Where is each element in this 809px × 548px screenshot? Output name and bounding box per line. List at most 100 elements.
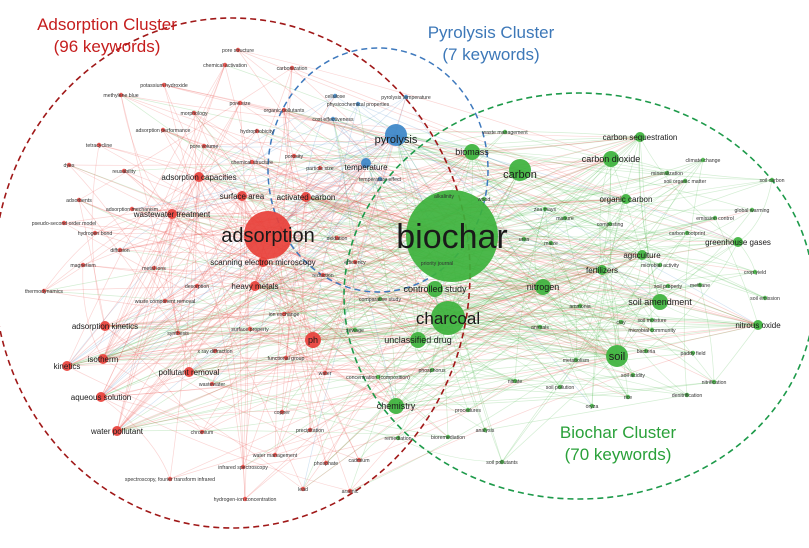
- node-zea-mays[interactable]: [542, 206, 548, 212]
- node-hydrophobicity[interactable]: [254, 128, 260, 134]
- node-charcoal[interactable]: [431, 301, 465, 335]
- node-pyrolysis[interactable]: [385, 124, 407, 146]
- node-carbonization[interactable]: [289, 65, 295, 71]
- node-morphology[interactable]: [191, 110, 197, 116]
- node-controlled-study[interactable]: [427, 281, 443, 297]
- node-tetracycline[interactable]: [96, 142, 102, 148]
- node-temperature-effect[interactable]: [377, 176, 383, 182]
- node-waste-management[interactable]: [502, 129, 508, 135]
- node-water[interactable]: [322, 370, 328, 376]
- node-climate-change[interactable]: [700, 157, 706, 163]
- node-ion-exchange[interactable]: [281, 311, 287, 317]
- node-adsorption-kinetics[interactable]: [100, 321, 110, 331]
- node-carbon-sequestration[interactable]: [635, 132, 645, 142]
- node-carbon-dioxide[interactable]: [603, 151, 619, 167]
- node-waste-component-removal[interactable]: [162, 298, 168, 304]
- node-temperature[interactable]: [361, 158, 371, 168]
- node-adsorbents[interactable]: [76, 197, 82, 203]
- node-remediation[interactable]: [395, 435, 401, 441]
- node-soil[interactable]: [606, 345, 628, 367]
- node-mineralization[interactable]: [664, 170, 670, 176]
- node-soil-property[interactable]: [665, 283, 671, 289]
- node-infrared-spectroscopy[interactable]: [240, 464, 246, 470]
- node-soil-amendment[interactable]: [652, 294, 668, 310]
- node-wastewater[interactable]: [209, 381, 215, 387]
- node-urea[interactable]: [521, 236, 527, 242]
- node-nitrate[interactable]: [512, 378, 518, 384]
- node-soil-pollutants[interactable]: [499, 459, 505, 465]
- node-chemical-activation[interactable]: [222, 62, 228, 68]
- node-wood[interactable]: [481, 196, 487, 202]
- node-cadmium[interactable]: [356, 457, 362, 463]
- node-soil-organic-matter[interactable]: [682, 178, 688, 184]
- node-surface-area[interactable]: [237, 191, 247, 201]
- node-oxidation[interactable]: [334, 235, 340, 241]
- node-pore-size[interactable]: [237, 100, 243, 106]
- node-agriculture[interactable]: [637, 250, 647, 260]
- node-organic-pollutants[interactable]: [281, 107, 287, 113]
- node-bioremediation[interactable]: [445, 434, 451, 440]
- node-methane[interactable]: [697, 282, 703, 288]
- node-metal-ions[interactable]: [151, 265, 157, 271]
- node-magnetism[interactable]: [80, 262, 86, 268]
- node-water-pollutant[interactable]: [112, 426, 122, 436]
- node-reusability[interactable]: [121, 168, 127, 174]
- node-adsorption-mechanism[interactable]: [129, 206, 135, 212]
- node-sewage[interactable]: [352, 327, 358, 333]
- node-procedures[interactable]: [465, 407, 471, 413]
- node-soil-acidity[interactable]: [630, 372, 636, 378]
- node-maize[interactable]: [548, 240, 554, 246]
- node-methylene-blue[interactable]: [118, 92, 124, 98]
- node-isotherm[interactable]: [98, 354, 108, 364]
- node-diffusion[interactable]: [117, 247, 123, 253]
- node-potassium-hydroxide[interactable]: [161, 82, 167, 88]
- node-copper[interactable]: [279, 409, 285, 415]
- node-metabolism[interactable]: [573, 357, 579, 363]
- node-paddy-field[interactable]: [690, 350, 696, 356]
- node-biochar[interactable]: [406, 190, 498, 282]
- node-efficiency[interactable]: [352, 259, 358, 265]
- node-bacteria[interactable]: [643, 348, 649, 354]
- node-pyrolysis-temperature[interactable]: [403, 94, 409, 100]
- node-comparative-study[interactable]: [377, 296, 383, 302]
- node-clay[interactable]: [618, 319, 624, 325]
- node-wastewater-treatment[interactable]: [167, 209, 177, 219]
- node-carbon[interactable]: [509, 159, 531, 181]
- node-analysis[interactable]: [482, 427, 488, 433]
- node-adsorption-capacities[interactable]: [194, 172, 204, 182]
- node-spectroscopy-fourier-transform-infrared[interactable]: [167, 476, 173, 482]
- node-manure[interactable]: [562, 215, 568, 221]
- node-precipitation[interactable]: [307, 427, 313, 433]
- node-organic-carbon[interactable]: [621, 194, 631, 204]
- node-soil-pollution[interactable]: [557, 384, 563, 390]
- node-pore-volume[interactable]: [201, 143, 207, 149]
- node-chemical-structure[interactable]: [249, 159, 255, 165]
- node-biomass[interactable]: [464, 144, 480, 160]
- node-kinetics[interactable]: [62, 361, 72, 371]
- node-crop-yield[interactable]: [752, 269, 758, 275]
- node-water-management[interactable]: [272, 452, 278, 458]
- node-composting[interactable]: [607, 221, 613, 227]
- node-x-ray-diffraction[interactable]: [212, 348, 218, 354]
- node-activated-carbon[interactable]: [301, 192, 311, 202]
- node-soil-carbon[interactable]: [769, 177, 775, 183]
- node-cellulose[interactable]: [332, 93, 338, 99]
- node-microbial-community[interactable]: [649, 327, 655, 333]
- node-soil-emission[interactable]: [762, 295, 768, 301]
- node-functional-group[interactable]: [283, 355, 289, 361]
- node-global-warming[interactable]: [749, 207, 755, 213]
- node-nitrogen[interactable]: [535, 279, 551, 295]
- node-surface-property[interactable]: [247, 326, 253, 332]
- node-denitrification[interactable]: [684, 392, 690, 398]
- node-phosphate[interactable]: [323, 460, 329, 466]
- node-physicochemical-properties[interactable]: [355, 101, 361, 107]
- node-synthesis[interactable]: [175, 330, 181, 336]
- node-animals[interactable]: [537, 324, 543, 330]
- node-dyes[interactable]: [66, 162, 72, 168]
- node-pore-structure[interactable]: [235, 47, 241, 53]
- node-adsorption[interactable]: [244, 211, 292, 259]
- node-hydrogen-ion-concentration[interactable]: [242, 496, 248, 502]
- node-desorption[interactable]: [194, 283, 200, 289]
- node-adsorption-performance[interactable]: [160, 127, 166, 133]
- node-lead[interactable]: [300, 486, 306, 492]
